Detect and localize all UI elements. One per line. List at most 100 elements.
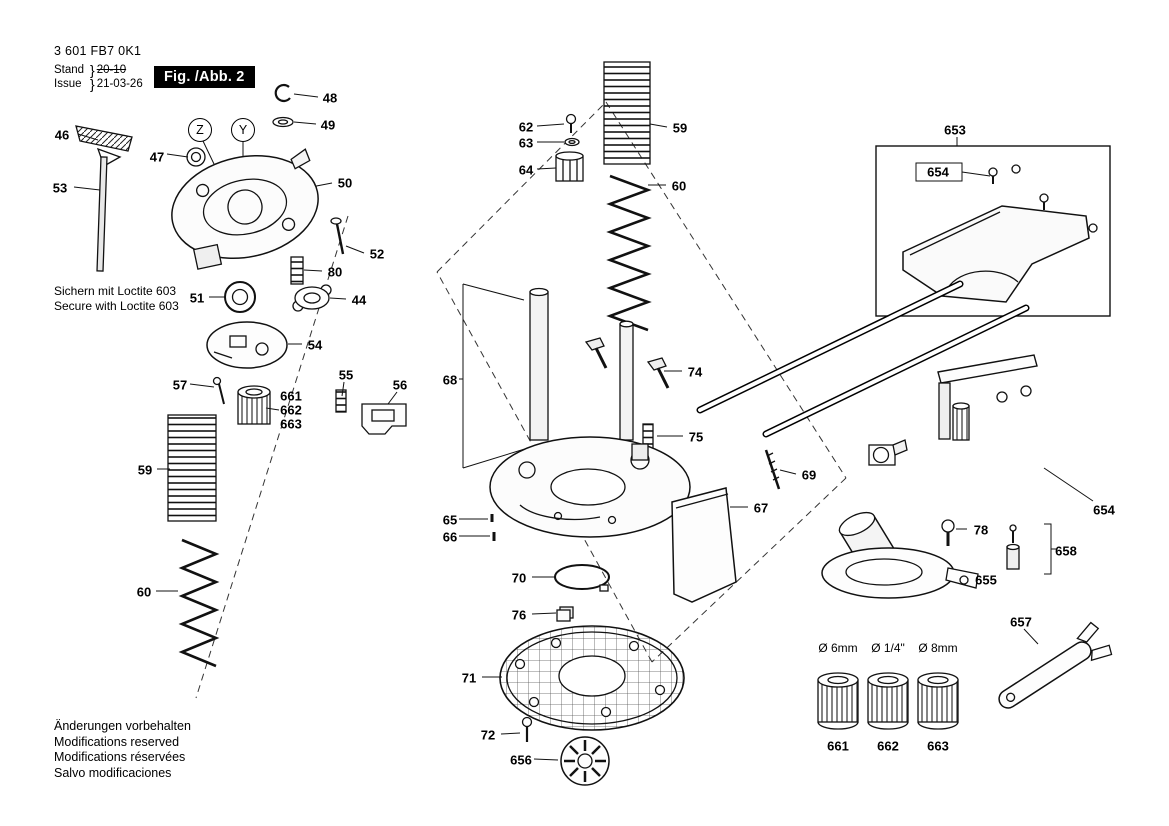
- part-callout: 663: [927, 738, 949, 754]
- part-57-screw: [212, 376, 225, 405]
- part-callout: 78: [973, 522, 989, 538]
- part-56-clip: [361, 403, 407, 435]
- part-80-spring: [290, 256, 304, 285]
- part-callout: 59: [672, 120, 688, 136]
- part-callout: 662: [280, 402, 302, 418]
- part-76-block: [556, 606, 574, 622]
- part-callout: 656: [510, 752, 532, 768]
- part-71-base-plate: [499, 625, 685, 731]
- part-51-bearing: [224, 281, 256, 313]
- part-656-slotted-disc: [560, 736, 610, 786]
- part-661-collet-nut-left: [237, 385, 271, 425]
- part-callout: 67: [753, 500, 769, 516]
- part-47-ring: [186, 147, 206, 167]
- loctite-note-en: Secure with Loctite 603: [54, 299, 179, 313]
- part-callout: 62: [518, 119, 534, 135]
- part-callout: 654: [927, 164, 949, 180]
- part-49-washer: [272, 116, 294, 128]
- loctite-note-de: Sichern mit Loctite 603: [54, 284, 177, 298]
- part-68-guide-columns: [529, 287, 634, 441]
- part-78-screw: [941, 519, 955, 546]
- part-callout: 654: [1093, 502, 1115, 518]
- brace-glyph: }: [90, 76, 95, 92]
- part-655-extraction-hood: [821, 511, 979, 599]
- part-50-motor-housing: [171, 148, 319, 270]
- model-number: 3 601 FB7 0K1: [54, 44, 142, 58]
- part-callout: 50: [337, 175, 353, 191]
- part-63-washer: [564, 137, 580, 147]
- part-callout: 75: [688, 429, 704, 445]
- size-label: Ø 1/4": [871, 641, 905, 655]
- part-callout: 57: [172, 377, 188, 393]
- part-69-spring-pin: [764, 449, 781, 490]
- part-62-screw: [565, 113, 577, 133]
- part-callout: 661: [827, 738, 849, 754]
- part-callout: 49: [320, 117, 336, 133]
- part-callout: 48: [322, 90, 338, 106]
- part-callout: 46: [54, 127, 70, 143]
- part-callout: 63: [518, 135, 534, 151]
- part-callout: 80: [327, 264, 343, 280]
- part-callout: 60: [136, 584, 152, 600]
- part-59-spring-right: [603, 61, 651, 165]
- part-callout: 51: [189, 290, 205, 306]
- part-663-collet-nut: [917, 672, 959, 730]
- part-654-bracket-assembly: [868, 354, 1038, 466]
- part-callout: 76: [511, 607, 527, 623]
- part-64-insert: [555, 151, 584, 182]
- part-60-spring-left: [178, 538, 220, 668]
- part-callout: 56: [392, 377, 408, 393]
- detail-marker-z: Z: [188, 118, 212, 142]
- part-callout: 661: [280, 388, 302, 404]
- part-74-clamping-levers: [584, 337, 670, 389]
- part-callout: 662: [877, 738, 899, 754]
- part-base-casting: [489, 436, 691, 538]
- part-67-plate: [671, 487, 737, 603]
- part-callout: 47: [149, 149, 165, 165]
- notice-line-en: Modifications reserved: [54, 734, 180, 749]
- stand-label: Stand: [54, 64, 85, 76]
- part-72-screw: [521, 716, 533, 742]
- part-callout: 65: [442, 512, 458, 528]
- part-48-circlip: [274, 83, 291, 103]
- part-callout: 59: [137, 462, 153, 478]
- notice-line-fr: Modifications réservées: [54, 750, 186, 764]
- part-callout: 657: [1010, 614, 1032, 630]
- part-53-rod: [96, 156, 108, 272]
- figure-label: Fig. /Abb. 2: [154, 66, 255, 88]
- stand-value: 20-10: [96, 64, 127, 76]
- part-callout: 54: [307, 337, 323, 353]
- part-callout: 70: [511, 570, 527, 586]
- part-661-collet-nut: [817, 672, 859, 730]
- issue-label: Issue: [54, 78, 82, 90]
- part-callout: 68: [442, 372, 458, 388]
- part-callout: 53: [52, 180, 68, 196]
- part-55-spring: [335, 389, 347, 413]
- part-662-collet-nut: [867, 672, 909, 730]
- part-657-wrench: [998, 621, 1113, 709]
- part-callout: 52: [369, 246, 385, 262]
- part-658-pin-set: [1006, 524, 1020, 570]
- part-callout: 71: [461, 670, 477, 686]
- revision-block: Stand } 20-10 Issue } 21-03-26: [54, 63, 143, 91]
- size-label: Ø 6mm: [818, 641, 858, 655]
- size-label: Ø 8mm: [918, 641, 958, 655]
- part-callout: 55: [338, 367, 354, 383]
- part-52-screw: [330, 217, 345, 255]
- part-callout: 658: [1055, 543, 1077, 559]
- part-59-spring-left: [167, 414, 217, 522]
- notice-line-es: Salvo modificaciones: [54, 765, 172, 780]
- part-70-ring: [554, 564, 610, 592]
- part-callout: 44: [351, 292, 367, 308]
- part-54-bearing-plate: [206, 321, 288, 369]
- detail-marker-y: Y: [231, 118, 255, 142]
- part-callout: 64: [518, 162, 534, 178]
- part-callout: 655: [975, 572, 997, 588]
- part-653-guide-assembly: [875, 145, 1111, 317]
- part-callout: 653: [944, 122, 966, 138]
- part-callout: 663: [280, 416, 302, 432]
- leader-lines: [73, 93, 1094, 761]
- part-callout: 72: [480, 727, 496, 743]
